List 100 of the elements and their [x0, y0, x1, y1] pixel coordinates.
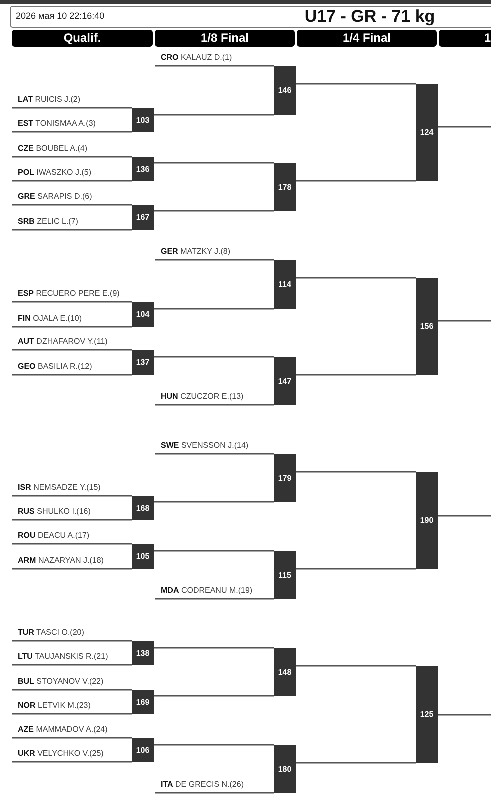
- competitor-name: BUL STOYANOV V.(22): [18, 677, 104, 687]
- bracket-line: [12, 229, 132, 231]
- bracket-line: [12, 301, 132, 303]
- bracket-line: [12, 326, 132, 328]
- match-number-box: 114: [274, 260, 296, 309]
- competitor-name: LAT RUICIS J.(2): [18, 95, 81, 105]
- bracket-line: [154, 501, 274, 503]
- bracket-line: [154, 647, 274, 649]
- round-header: 1/8 Final: [155, 30, 295, 47]
- round-header: 1/4 Final: [297, 30, 437, 47]
- competitor-name: MDA CODREANU M.(19): [161, 586, 253, 596]
- match-number-box: 178: [274, 163, 296, 211]
- bracket-line: [155, 259, 274, 261]
- bracket-line: [296, 568, 416, 570]
- competitor-name: GEO BASILIA R.(12): [18, 362, 92, 372]
- bracket-line: [438, 320, 491, 322]
- match-number-box: 103: [132, 108, 154, 132]
- match-number-box: 190: [416, 472, 438, 569]
- bracket-line: [155, 598, 274, 600]
- competitor-name: ISR NEMSADZE Y.(15): [18, 483, 101, 493]
- match-number-box: 136: [132, 157, 154, 181]
- timestamp-text: 2026 мая 10 22:16:40: [16, 11, 105, 21]
- competitor-name: ARM NAZARYAN J.(18): [18, 556, 104, 566]
- competitor-name: LTU TAUJANSKIS R.(21): [18, 652, 108, 662]
- bracket-line: [12, 761, 132, 763]
- round-header: Qualif.: [12, 30, 153, 47]
- competitor-name: FIN OJALA E.(10): [18, 314, 82, 324]
- bracket-line: [296, 471, 416, 473]
- match-number-box: 146: [274, 66, 296, 115]
- competitor-name: GER MATZKY J.(8): [161, 247, 230, 257]
- bracket-line: [12, 156, 132, 158]
- bracket-line: [154, 114, 274, 116]
- bracket-line: [12, 374, 132, 376]
- bracket-line: [12, 180, 132, 182]
- bracket-line: [12, 713, 132, 715]
- competitor-name: ESP RECUERO PERE E.(9): [18, 289, 120, 299]
- bracket-line: [12, 568, 132, 570]
- bracket-line: [154, 695, 274, 697]
- bracket-line: [155, 453, 274, 455]
- bracket-line: [155, 404, 274, 406]
- bracket-line: [438, 126, 491, 128]
- match-number-box: 105: [132, 544, 154, 569]
- match-number-box: 124: [416, 84, 438, 181]
- match-number-box: 106: [132, 738, 154, 762]
- bracket-line: [12, 495, 132, 497]
- competitor-name: CRO KALAUZ D.(1): [161, 53, 232, 63]
- bracket-line: [12, 689, 132, 691]
- bracket-line: [12, 543, 132, 545]
- match-number-box: 148: [274, 648, 296, 696]
- bracket-line: [12, 131, 132, 133]
- match-number-box: 115: [274, 551, 296, 599]
- match-number-box: 180: [274, 745, 296, 793]
- bracket-line: [154, 162, 274, 164]
- match-number-box: 169: [132, 690, 154, 714]
- title: U17 - GR - 71 kg: [304, 6, 436, 27]
- bracket-line: [154, 210, 274, 212]
- bracket-line: [296, 374, 416, 376]
- competitor-name: POL IWASZKO J.(5): [18, 168, 92, 178]
- bracket-line: [296, 665, 416, 667]
- bracket-line: [12, 204, 132, 206]
- competitor-name: NOR LETVIK M.(23): [18, 701, 91, 711]
- bracket-line: [296, 180, 416, 182]
- bracket-line: [296, 83, 416, 85]
- bracket-line: [438, 515, 491, 517]
- bracket-line: [154, 744, 274, 746]
- competitor-name: CZE BOUBEL A.(4): [18, 144, 88, 154]
- bracket-line: [12, 349, 132, 351]
- competitor-name: TUR TASCI O.(20): [18, 628, 84, 638]
- competitor-name: EST TONISMAA A.(3): [18, 119, 96, 129]
- match-number-box: 167: [132, 205, 154, 230]
- match-number-box: 104: [132, 302, 154, 327]
- bracket-line: [12, 519, 132, 521]
- bracket-line: [12, 640, 132, 642]
- bracket-line: [154, 550, 274, 552]
- bracket-line: [154, 356, 274, 358]
- bracket-line: [438, 714, 491, 716]
- bracket-line: [155, 65, 274, 67]
- competitor-name: RUS SHULKO I.(16): [18, 507, 91, 517]
- match-number-box: 156: [416, 278, 438, 375]
- competitor-name: UKR VELYCHKO V.(25): [18, 749, 104, 759]
- competitor-name: GRE SARAPIS D.(6): [18, 192, 92, 202]
- match-number-box: 125: [416, 666, 438, 763]
- match-number-box: 137: [132, 350, 154, 375]
- competitor-name: HUN CZUCZOR E.(13): [161, 392, 244, 402]
- match-number-box: 138: [132, 641, 154, 665]
- bracket-line: [12, 664, 132, 666]
- bracket-line: [296, 277, 416, 279]
- match-number-box: 147: [274, 357, 296, 405]
- bracket-line: [296, 762, 416, 764]
- competitor-name: AUT DZHAFAROV Y.(11): [18, 337, 108, 347]
- match-number-box: 179: [274, 454, 296, 502]
- competitor-name: SRB ZELIC L.(7): [18, 217, 78, 227]
- bracket-line: [154, 308, 274, 310]
- competitor-name: SWE SVENSSON J.(14): [161, 441, 249, 451]
- round-header: 1: [439, 30, 491, 47]
- bracket-line: [12, 737, 132, 739]
- match-number-box: 168: [132, 496, 154, 520]
- bracket-line: [155, 792, 274, 794]
- bracket-line: [12, 107, 132, 109]
- competitor-name: AZE MAMMADOV A.(24): [18, 725, 108, 735]
